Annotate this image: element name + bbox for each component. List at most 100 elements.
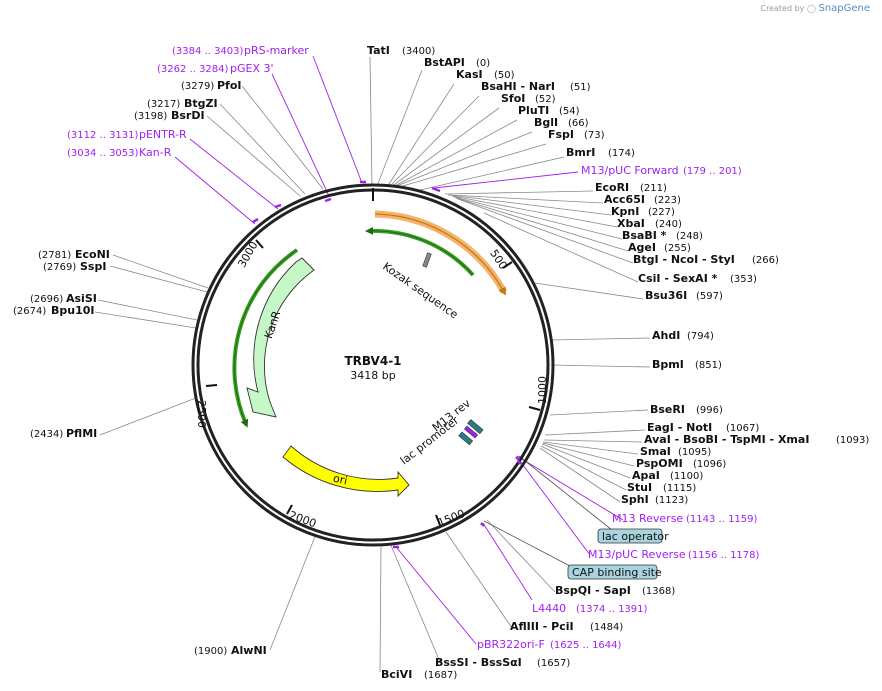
enzyme-name[interactable]: AflIII - PciI <box>510 620 574 633</box>
kozak-marker <box>422 252 432 268</box>
enzyme-name[interactable]: BsaHI - NarI <box>481 80 555 93</box>
enzyme-name[interactable]: XbaI <box>617 217 645 230</box>
primer-name[interactable]: pGEX 3' <box>230 62 274 75</box>
enzyme-pos: (2434) <box>30 429 63 440</box>
primer-name[interactable]: pBR322ori-F <box>477 638 545 651</box>
enzyme-name[interactable]: FspI <box>548 128 574 141</box>
enzyme-name[interactable]: BtgZI <box>184 97 218 110</box>
enzyme-name[interactable]: Acc65I <box>604 193 645 206</box>
enzyme-name[interactable]: SmaI <box>640 445 671 458</box>
enzyme-name[interactable]: BssSI - BssSαI <box>435 656 522 669</box>
enzyme-name[interactable]: BsaBI * <box>622 229 667 242</box>
enzyme-connectors <box>94 56 651 673</box>
enzyme-pos: (50) <box>494 70 515 81</box>
enzyme-name[interactable]: BsrDI <box>171 109 205 122</box>
plasmid-backbone-outer <box>191 183 555 547</box>
primer-range: (3034 .. 3053) <box>67 148 139 159</box>
enzyme-name[interactable]: EagI - NotI <box>647 421 712 434</box>
enzyme-pos: (1900) <box>194 646 227 657</box>
enzyme-name[interactable]: AvaI - BsoBI - TspMI - XmaI <box>644 433 809 446</box>
enzyme-pos: (353) <box>730 274 757 285</box>
lac-operator-box[interactable]: lac operator <box>597 528 669 544</box>
enzyme-name[interactable]: KpnI <box>611 205 639 218</box>
enzyme-pos: (1096) <box>693 459 726 470</box>
enzyme-pos: (3217) <box>147 99 180 110</box>
enzyme-pos: (851) <box>695 360 722 371</box>
enzyme-pos: (1368) <box>642 586 675 597</box>
enzyme-pos: (1657) <box>537 658 570 669</box>
enzyme-pos: (1095) <box>678 447 711 458</box>
primer-name[interactable]: pRS-marker <box>244 44 309 57</box>
enzyme-name[interactable]: Bsu36I <box>645 289 687 302</box>
enzyme-pos: (1484) <box>590 622 623 633</box>
kozak-sequence-label: Kozak sequence <box>380 260 460 322</box>
primer-name[interactable]: L4440 <box>532 602 566 615</box>
enzyme-name[interactable]: BglI <box>534 116 558 129</box>
green-feature-arc-edge <box>365 226 474 276</box>
enzyme-name[interactable]: SfoI <box>501 92 525 105</box>
scale-ticks <box>205 188 541 526</box>
boxed-feature-connectors <box>483 455 613 567</box>
m13-rev-marker <box>467 419 484 435</box>
orange-feature-arc-edge <box>374 213 506 296</box>
enzyme-name[interactable]: TatI <box>367 44 390 57</box>
kanr-outer-arc-edge <box>233 249 298 428</box>
enzyme-pos: (2781) <box>38 250 71 261</box>
enzyme-pos: (3198) <box>134 111 167 122</box>
enzyme-pos: (248) <box>676 231 703 242</box>
primer-range: (1625 .. 1644) <box>550 640 622 651</box>
enzyme-name[interactable]: BseRI <box>650 403 685 416</box>
enzyme-pos: (174) <box>608 148 635 159</box>
enzyme-name[interactable]: PspOMI <box>636 457 683 470</box>
enzyme-name[interactable]: PluTI <box>518 104 549 117</box>
primer-name[interactable]: Kan-R <box>139 146 172 159</box>
enzyme-name[interactable]: BciVI <box>381 668 412 681</box>
enzyme-name[interactable]: AhdI <box>652 329 680 342</box>
lac-promoter-marker <box>458 431 474 446</box>
enzyme-pos: (211) <box>640 183 667 194</box>
enzyme-pos: (66) <box>568 118 589 129</box>
lac-operator-label: lac operator <box>602 530 669 543</box>
enzyme-name[interactable]: AgeI <box>628 241 656 254</box>
enzyme-name[interactable]: CsiI - SexAI * <box>638 272 718 285</box>
enzyme-name[interactable]: AlwNI <box>231 644 267 657</box>
enzyme-name[interactable]: Bpu10I <box>51 304 95 317</box>
primer-name[interactable]: M13/pUC Forward <box>581 164 679 177</box>
enzyme-pos: (52) <box>535 94 556 105</box>
credit-prefix: Created by <box>760 4 805 13</box>
cap-binding-site-box[interactable]: CAP binding site <box>567 564 662 580</box>
primer-range: (3262 .. 3284) <box>157 64 229 75</box>
enzyme-pos: (255) <box>664 243 691 254</box>
enzyme-name[interactable]: BpmI <box>652 358 684 371</box>
enzyme-name[interactable]: EcoNI <box>75 248 110 261</box>
primer-name[interactable]: M13 Reverse <box>612 512 683 525</box>
enzyme-name[interactable]: SphI <box>621 493 649 506</box>
enzyme-name[interactable]: ApaI <box>632 469 660 482</box>
enzyme-pos: (223) <box>654 195 681 206</box>
cap-binding-site-label: CAP binding site <box>572 566 662 579</box>
enzyme-name[interactable]: StuI <box>627 481 652 494</box>
primer-markers <box>252 180 522 549</box>
enzyme-pos: (51) <box>570 82 591 93</box>
primer-range: (3384 .. 3403) <box>172 46 244 57</box>
created-by-credit: Created by ◯ SnapGene <box>760 3 870 14</box>
m13-rev-marker-2 <box>463 425 479 439</box>
enzyme-name[interactable]: AsiSI <box>66 292 97 305</box>
primer-range: (3112 .. 3131) <box>67 130 139 141</box>
enzyme-name[interactable]: EcoRI <box>595 181 629 194</box>
primer-name[interactable]: pENTR-R <box>139 128 187 141</box>
primer-labels: pRS-marker (3384 .. 3403) pGEX 3' (3262 … <box>67 44 760 651</box>
enzyme-pos: (73) <box>584 130 605 141</box>
enzyme-pos: (1100) <box>670 471 703 482</box>
enzyme-name[interactable]: BspQI - SapI <box>555 584 631 597</box>
enzyme-name[interactable]: PfoI <box>217 79 242 92</box>
enzyme-name[interactable]: BtgI - NcoI - StyI <box>633 253 735 266</box>
enzyme-name[interactable]: SspI <box>80 260 106 273</box>
enzyme-name[interactable]: BmrI <box>566 146 595 159</box>
snapgene-logo-icon: ◯ <box>806 4 816 13</box>
enzyme-name[interactable]: BstAPI <box>424 56 465 69</box>
enzyme-name[interactable]: KasI <box>456 68 483 81</box>
primer-name[interactable]: M13/pUC Reverse <box>588 548 686 561</box>
enzyme-name[interactable]: PflMI <box>66 427 97 440</box>
